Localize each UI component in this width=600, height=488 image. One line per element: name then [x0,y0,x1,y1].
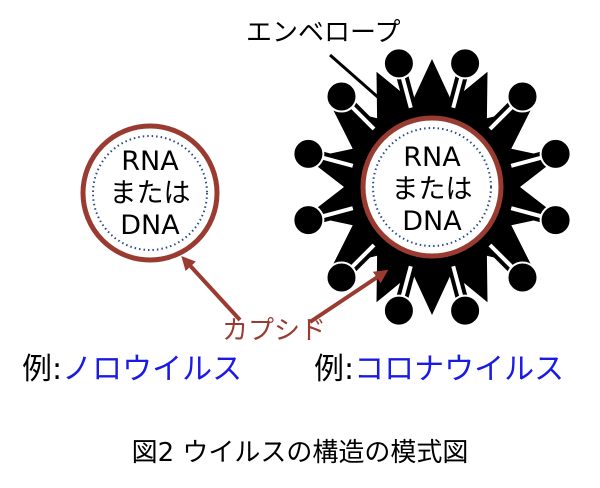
figure-caption: 図2 ウイルスの構造の模式図 [131,438,469,468]
corona-spike-proteins [292,47,572,327]
corona-example-separator: : [344,352,355,387]
corona-virus [292,47,572,327]
spike-knob [539,204,572,237]
noro-core-label: RNA または DNA [100,146,200,242]
noro-core-boundary [92,135,208,251]
spike-knob [506,261,539,294]
spike-knob [292,137,325,170]
corona-example-prefix: 例 [314,352,344,387]
spike-knob [382,294,415,327]
spike-knob [539,137,572,170]
corona-capsid-ring [360,115,504,259]
corona-example: 例:コロナウイルス [314,355,564,385]
corona-core-boundary [372,127,492,247]
noro-virus [80,123,220,263]
spike-knob [449,294,482,327]
spike-knob [506,80,539,113]
corona-core-line-2: または [391,174,473,205]
spike-knob [325,261,358,294]
spike-knob [292,204,325,237]
noro-capsid-ring [80,123,220,263]
corona-core-line-3: DNA [402,206,462,237]
capsid-arrow-left-icon [181,256,242,322]
corona-example-name: コロナウイルス [354,352,565,387]
spike-knob [382,47,415,80]
corona-core-line-1: RNA [403,142,461,173]
spike-knob [449,47,482,80]
corona-core-label: RNA または DNA [382,142,482,238]
envelope-label: エンベロープ [246,18,401,48]
noro-example-prefix: 例 [22,352,52,387]
envelope-arrow-icon [329,53,391,108]
noro-core-line-2: または [109,178,191,209]
capsid-arrow-right-icon [308,269,389,324]
noro-core-line-1: RNA [121,146,179,177]
noro-example-name: ノロウイルス [62,352,243,387]
noro-core-line-3: DNA [120,210,180,241]
noro-example-separator: : [52,352,63,387]
capsid-label: カプシド [222,316,327,346]
spike-knob [325,80,358,113]
noro-example: 例:ノロウイルス [22,355,242,385]
